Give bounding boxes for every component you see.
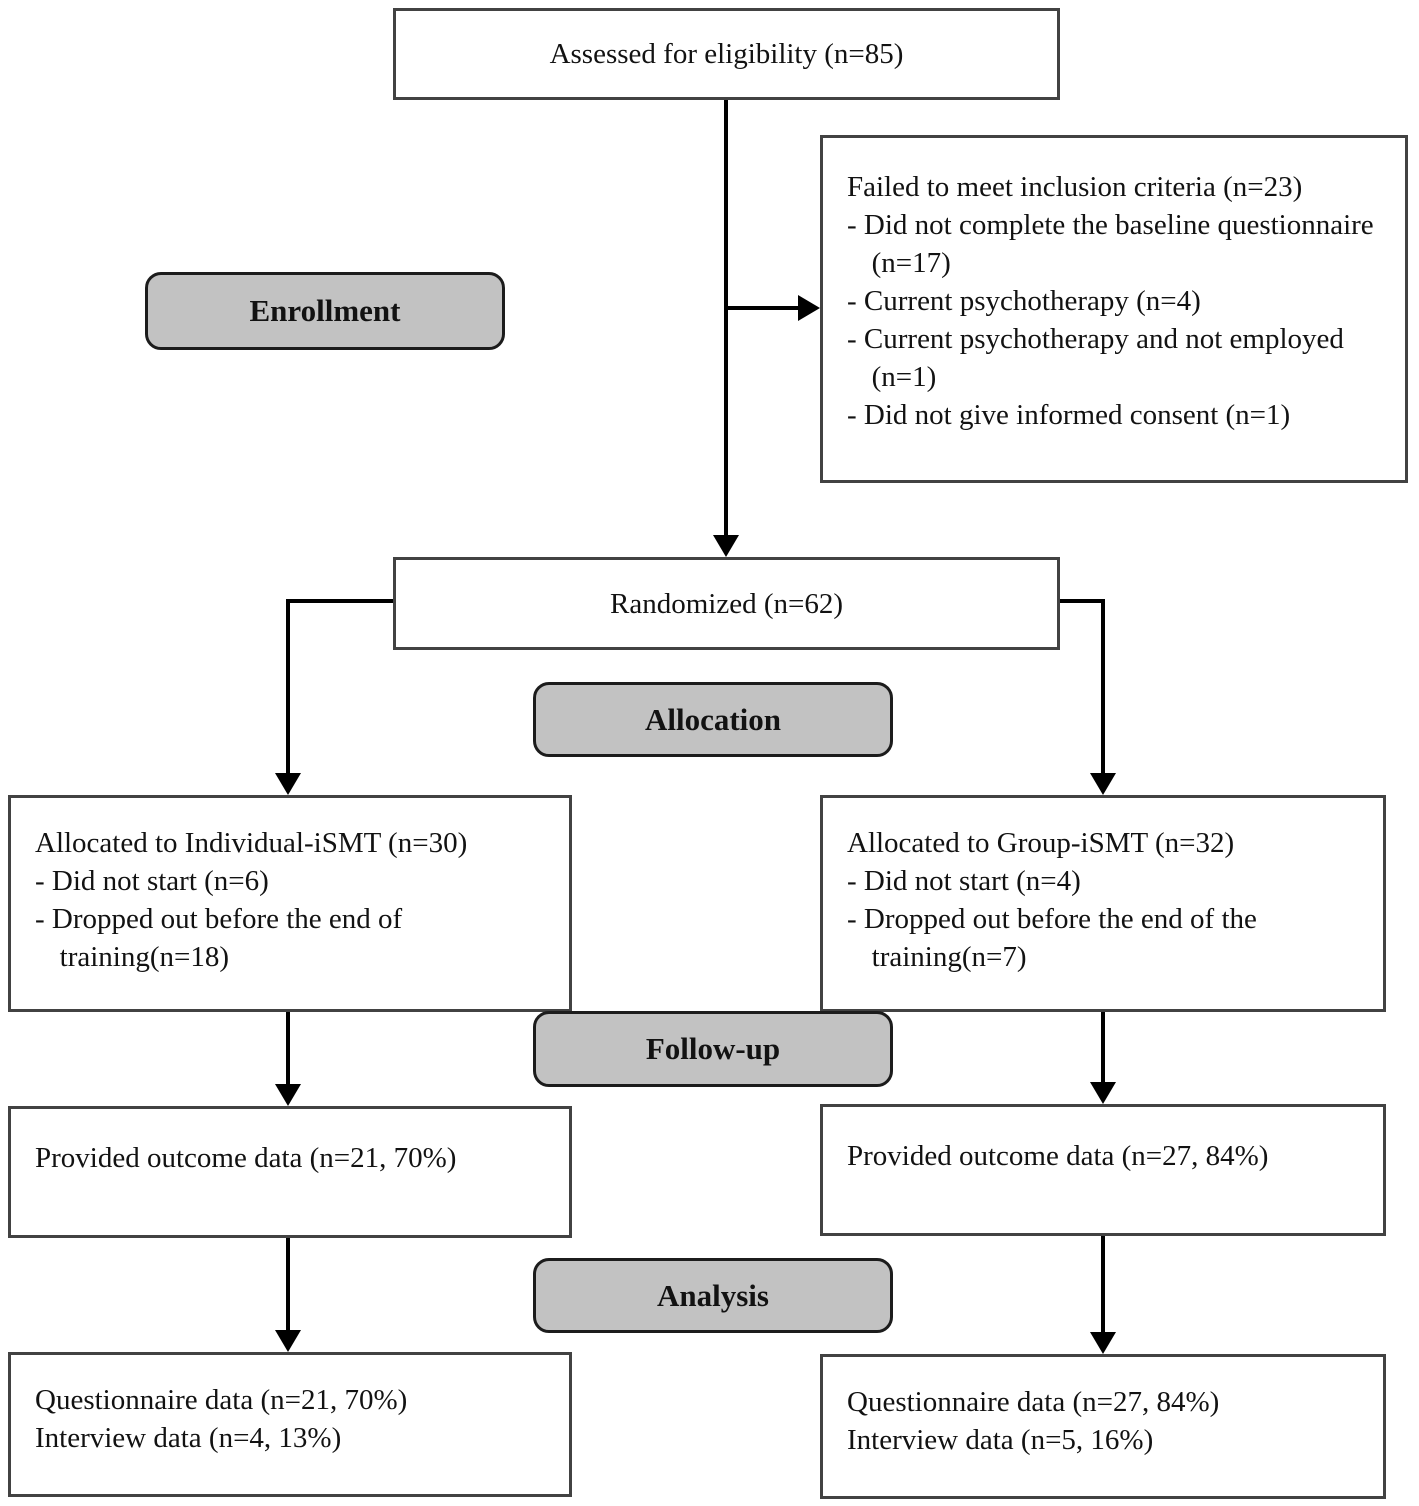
stage-allocation-label: Allocation (644, 701, 782, 737)
stage-analysis-label: Analysis (657, 1277, 769, 1313)
right-outcome-text: Provided outcome data (n=27, 84%) (847, 1140, 1269, 1172)
left-analysis-line: Questionnaire data (n=21, 70%) (35, 1384, 408, 1416)
line-randomized-left-vertical (286, 599, 290, 773)
stage-analysis: Analysis (533, 1258, 893, 1333)
arrow-into-left-analysis (275, 1330, 301, 1352)
line-assessed-to-randomized (724, 100, 728, 537)
arrow-into-right-allocated (1090, 773, 1116, 795)
line-randomized-left-horizontal (286, 599, 393, 603)
stage-followup: Follow-up (533, 1011, 893, 1087)
left-analysis-box: Questionnaire data (n=21, 70%) Interview… (8, 1352, 572, 1497)
right-outcome-box: Provided outcome data (n=27, 84%) (820, 1104, 1386, 1236)
left-allocated-box: Allocated to Individual-iSMT (n=30) - Di… (8, 795, 572, 1012)
excluded-item: - Current psychotherapy (n=4) (847, 285, 1201, 317)
right-allocated-item: - Did not start (n=4) (847, 865, 1081, 897)
randomized-text: Randomized (n=62) (610, 587, 843, 620)
line-to-excluded (726, 306, 800, 310)
left-analysis-line: Interview data (n=4, 13%) (35, 1422, 342, 1454)
arrow-into-right-outcome (1090, 1082, 1116, 1104)
line-right-outcome-to-analysis (1101, 1236, 1105, 1332)
line-left-outcome-to-analysis (286, 1238, 290, 1330)
randomized-box: Randomized (n=62) (393, 557, 1060, 650)
arrow-into-right-analysis (1090, 1332, 1116, 1354)
excluded-item: - Current psychotherapy and not employed… (847, 323, 1344, 393)
left-allocated-item: - Did not start (n=6) (35, 865, 269, 897)
line-randomized-right-vertical (1101, 599, 1105, 773)
right-analysis-line: Questionnaire data (n=27, 84%) (847, 1386, 1220, 1418)
arrow-into-excluded (798, 295, 820, 321)
arrow-into-left-outcome (275, 1084, 301, 1106)
right-allocated-item: - Dropped out before the end of the trai… (847, 903, 1257, 973)
stage-enrollment-label: Enrollment (249, 293, 401, 328)
excluded-box: Failed to meet inclusion criteria (n=23)… (820, 135, 1408, 483)
stage-allocation: Allocation (533, 682, 893, 757)
excluded-title: Failed to meet inclusion criteria (n=23) (847, 171, 1303, 203)
arrow-into-randomized (713, 535, 739, 557)
line-left-allocated-to-outcome (286, 1012, 290, 1084)
right-analysis-box: Questionnaire data (n=27, 84%) Interview… (820, 1354, 1386, 1499)
line-randomized-right-horizontal (1060, 599, 1105, 603)
excluded-item: - Did not complete the baseline question… (847, 209, 1374, 279)
arrow-into-left-allocated (275, 773, 301, 795)
left-outcome-text: Provided outcome data (n=21, 70%) (35, 1142, 457, 1174)
stage-enrollment: Enrollment (145, 272, 505, 350)
assessed-box: Assessed for eligibility (n=85) (393, 8, 1060, 100)
excluded-item: - Did not give informed consent (n=1) (847, 399, 1291, 431)
right-allocated-title: Allocated to Group-iSMT (n=32) (847, 827, 1235, 859)
left-allocated-title: Allocated to Individual-iSMT (n=30) (35, 827, 468, 859)
line-right-allocated-to-outcome (1101, 1012, 1105, 1082)
left-allocated-item: - Dropped out before the end of training… (35, 903, 403, 973)
right-allocated-box: Allocated to Group-iSMT (n=32) - Did not… (820, 795, 1386, 1012)
assessed-text: Assessed for eligibility (n=85) (549, 38, 904, 70)
right-analysis-line: Interview data (n=5, 16%) (847, 1424, 1154, 1456)
stage-followup-label: Follow-up (645, 1031, 781, 1066)
left-outcome-box: Provided outcome data (n=21, 70%) (8, 1106, 572, 1238)
